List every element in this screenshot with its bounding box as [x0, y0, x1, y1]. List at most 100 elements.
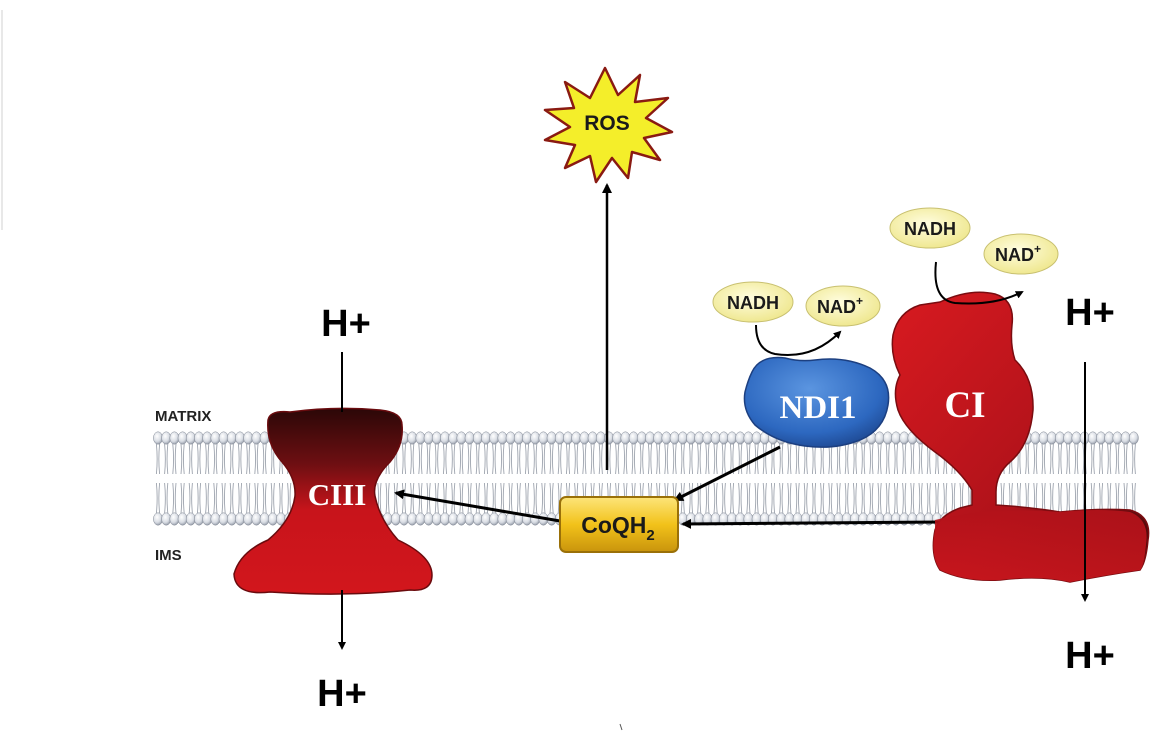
lipid-head: [472, 512, 483, 526]
lipid-tail: [803, 443, 808, 475]
lipid-tail: [615, 443, 620, 475]
lipid-tail: [246, 443, 251, 475]
lipid-head: [1071, 431, 1082, 445]
lipid-tail: [483, 482, 489, 514]
lipid-tail: [918, 443, 923, 475]
lipid-tail: [762, 443, 767, 475]
lipid-tail: [844, 443, 849, 475]
lipid-tail: [779, 443, 784, 475]
lipid-tail: [1049, 482, 1054, 514]
lipid-tail: [467, 443, 472, 475]
lipid-tail: [770, 443, 776, 475]
lipid-head: [735, 431, 746, 445]
lipid-tail: [410, 482, 415, 514]
lipid-head: [587, 431, 598, 445]
lipid-head: [161, 431, 172, 445]
svg-text:NAD+: NAD+: [817, 294, 863, 317]
lipid-tail: [549, 482, 554, 514]
lipid-tail: [1090, 482, 1095, 514]
lipid-head: [620, 431, 631, 445]
lipid-tail: [902, 482, 907, 514]
lipid-head: [677, 431, 688, 445]
lipid-tail: [1107, 482, 1112, 514]
lipid-head: [497, 512, 508, 526]
lipid-head: [251, 431, 262, 445]
lipid-tail: [205, 443, 210, 475]
lipid-tail: [410, 443, 415, 475]
lipid-tail: [713, 443, 718, 475]
lipid-tail: [1131, 443, 1136, 475]
lipid-tail: [524, 443, 530, 475]
lipid-head: [235, 431, 245, 445]
lipid-tail: [467, 482, 472, 514]
lipid-head: [185, 512, 196, 526]
lipid-tail: [287, 482, 292, 514]
lipid-head: [415, 512, 426, 526]
lipid-tail: [688, 482, 694, 514]
lipid-head: [1046, 431, 1057, 445]
lipid-tail: [828, 482, 833, 514]
ci-label: CI: [944, 385, 985, 426]
lipid-head: [202, 431, 213, 445]
lipid-tail: [246, 482, 251, 514]
lipid-tail: [738, 443, 743, 475]
lipid-head: [571, 431, 582, 445]
lipid-tail: [1123, 482, 1128, 514]
ros-label: ROS: [584, 112, 630, 135]
lipid-head: [628, 431, 639, 445]
lipid-head: [538, 431, 549, 445]
lipid-tail: [1115, 443, 1120, 475]
ndi1-nadh-label: NADH: [727, 293, 779, 313]
lipid-tail: [787, 482, 792, 514]
lipid-head: [464, 431, 475, 445]
lipid-head: [235, 512, 245, 526]
lipid-head: [497, 431, 508, 445]
lipid-head: [431, 512, 442, 526]
lipid-tail: [254, 443, 259, 475]
lipid-tail: [1057, 482, 1063, 514]
lipid-tail: [475, 482, 480, 514]
lipid-head: [390, 512, 401, 526]
ci-nad-bubble: [983, 233, 1059, 275]
lipid-tail: [172, 443, 177, 475]
lipid-tail: [943, 482, 948, 514]
lipid-tail: [811, 482, 817, 514]
ci-nadh-oxidation-arrow: [934, 261, 1024, 305]
lipid-head: [1030, 431, 1041, 445]
lipid-tail: [1057, 443, 1063, 475]
lipid-tail: [393, 482, 398, 514]
lipid-tail: [787, 443, 792, 475]
ndi1-complex: [743, 356, 890, 448]
lipid-tail: [647, 443, 653, 475]
lipid-head: [710, 431, 721, 445]
lipid-tail: [639, 443, 644, 475]
lipid-head: [448, 431, 459, 445]
coq-pool: CoQH2: [559, 496, 679, 553]
lipid-tail: [828, 443, 833, 475]
ciii-label: CIII: [308, 477, 367, 512]
lipid-head: [185, 431, 196, 445]
lipid-tail: [205, 482, 210, 514]
lipid-head: [153, 431, 163, 445]
lipid-head: [1087, 431, 1098, 445]
lipid-head: [415, 431, 426, 445]
lipid-head: [407, 431, 418, 445]
lipid-tail: [893, 443, 899, 475]
lipid-tail: [401, 443, 407, 475]
lipid-head: [1104, 431, 1115, 445]
lipid-head: [210, 512, 221, 526]
ci-nad-label: NAD: [995, 245, 1034, 265]
lipid-tail: [155, 482, 161, 514]
lipid-tail: [1098, 482, 1104, 514]
lipid-tail: [164, 482, 169, 514]
lipid-head: [440, 431, 450, 445]
lipid-head: [464, 512, 475, 526]
lipid-tail: [1115, 482, 1120, 514]
ndi1-nadh-oxidation-arrow: [755, 324, 842, 356]
lipid-head: [472, 431, 483, 445]
lipid-tail: [475, 443, 480, 475]
lipid-tail: [770, 482, 776, 514]
lipid-head: [226, 431, 237, 445]
lipid-head: [661, 431, 672, 445]
